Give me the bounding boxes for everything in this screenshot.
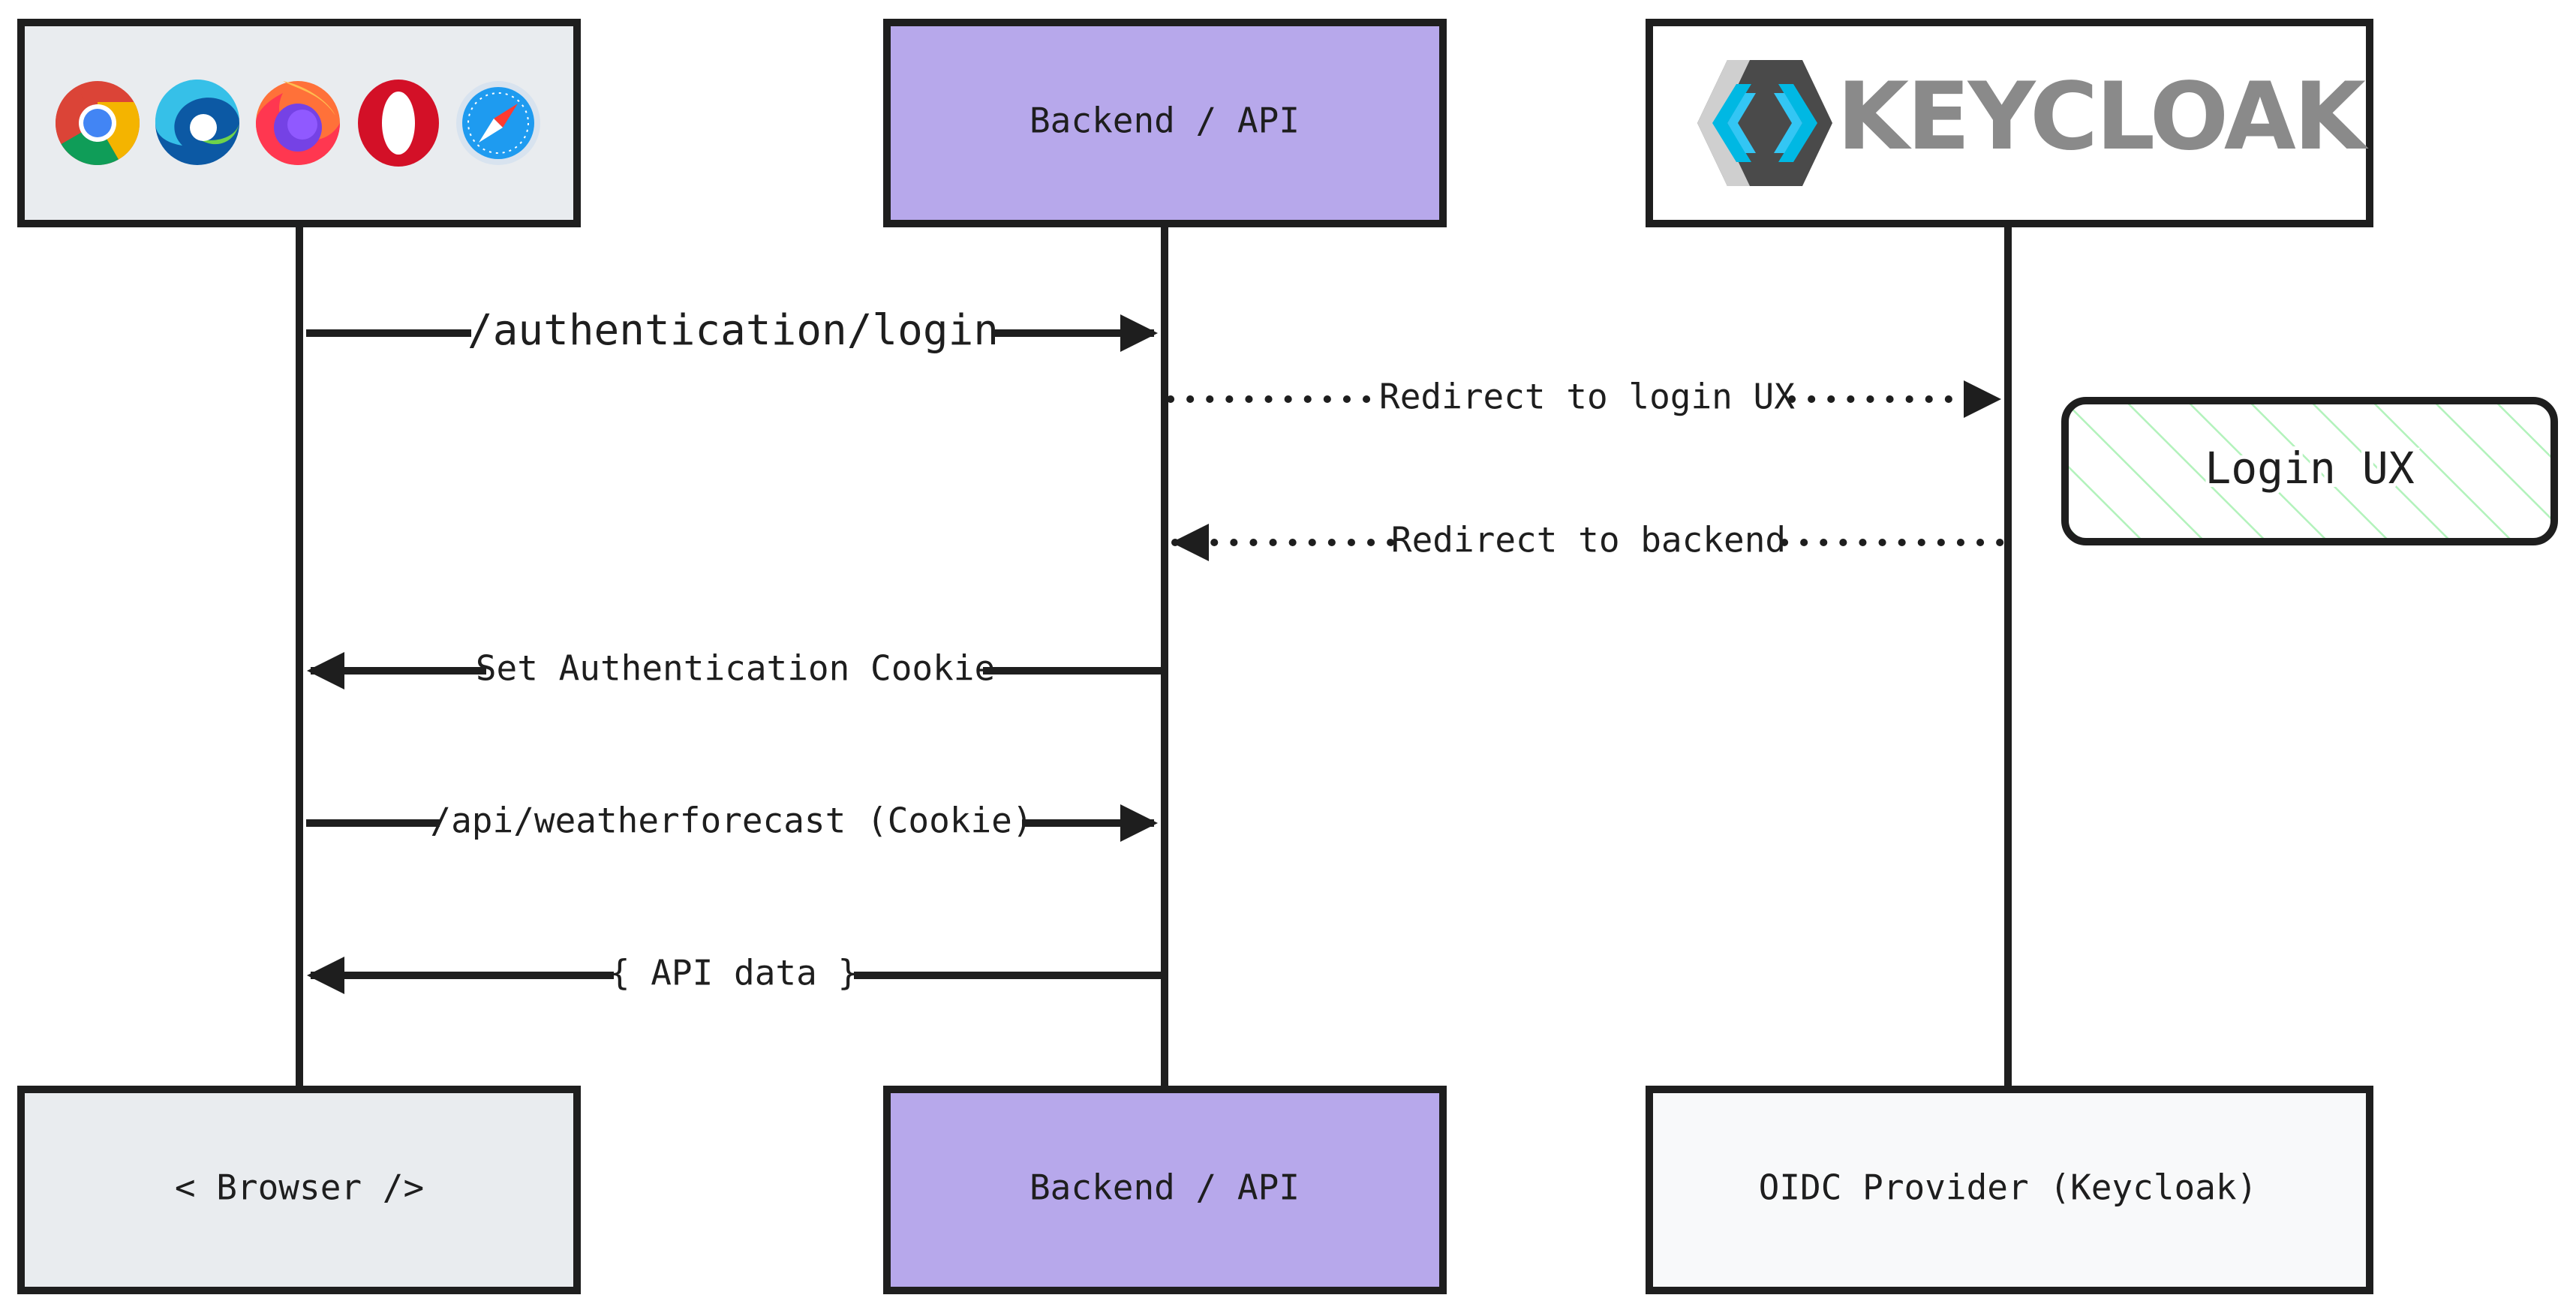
- opera-icon: [358, 80, 439, 167]
- chrome-icon: [55, 81, 140, 166]
- message-label-authentication-login: /authentication/login: [467, 306, 999, 355]
- browser-participant-bottom: < Browser />: [17, 1086, 581, 1294]
- message-api-weatherforecast: /api/weatherforecast (Cookie): [306, 801, 1158, 842]
- backend-participant-bottom: Backend / API: [883, 1086, 1447, 1294]
- message-label-redirect-to-login: Redirect to login UX: [1379, 377, 1795, 417]
- backend-participant-top: Backend / API: [883, 19, 1447, 227]
- oidc-box-bottom: [1646, 1086, 2373, 1294]
- oidc-bottom-label: OIDC Provider (Keycloak): [1759, 1167, 2258, 1208]
- browser-participant-top: [17, 19, 581, 227]
- message-set-authentication-cookie: Set Authentication Cookie: [307, 648, 1162, 690]
- message-api-data: { API data }: [307, 953, 1162, 994]
- message-authentication-login: /authentication/login: [306, 306, 1158, 355]
- backend-bottom-label: Backend / API: [1029, 1167, 1300, 1208]
- idp-participant-bottom: OIDC Provider (Keycloak): [1646, 1086, 2373, 1294]
- message-label-set-authentication-cookie: Set Authentication Cookie: [476, 648, 995, 689]
- message-label-api-data: { API data }: [609, 953, 858, 993]
- firefox-icon: [256, 81, 340, 165]
- message-label-api-weatherforecast: /api/weatherforecast (Cookie): [430, 801, 1033, 841]
- browser-box-bottom: [17, 1086, 581, 1294]
- backend-box-top: [883, 19, 1447, 227]
- backend-top-label: Backend / API: [1029, 101, 1300, 141]
- login-ux-note-label: Login UX: [2205, 443, 2414, 494]
- browser-bottom-label: < Browser />: [175, 1167, 424, 1208]
- message-label-redirect-to-backend: Redirect to backend: [1391, 520, 1786, 560]
- message-redirect-to-login: Redirect to login UX: [1167, 377, 2001, 418]
- idp-participant-top: KEYCLOAK: [1646, 19, 2373, 227]
- message-redirect-to-backend: Redirect to backend: [1171, 520, 2006, 561]
- login-ux-note: Login UX: [2061, 397, 2558, 545]
- keycloak-logo-text: KEYCLOAK: [1837, 63, 2369, 171]
- safari-icon: [456, 81, 540, 165]
- backend-box-bottom: [883, 1086, 1447, 1294]
- keycloak-box-top: [1646, 19, 2373, 227]
- keycloak-logo-icon: [1697, 60, 1832, 186]
- edge-icon: [155, 79, 239, 165]
